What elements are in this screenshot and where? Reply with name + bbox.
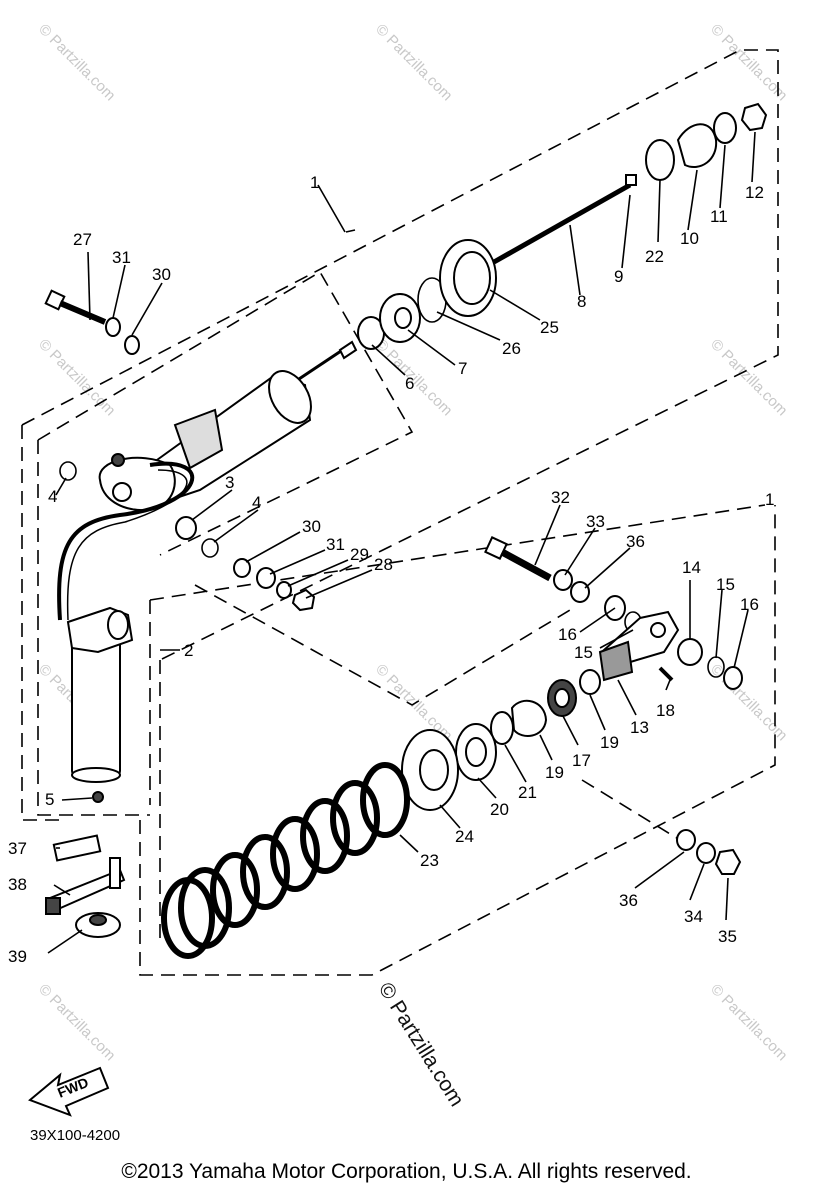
callout-27: 27	[73, 230, 92, 249]
watermark: © Partzilla.com	[35, 336, 118, 419]
callout-25: 25	[540, 318, 559, 337]
callout-15: 15	[716, 575, 735, 594]
callout-23: 23	[420, 851, 439, 870]
watermark: © Partzilla.com	[35, 21, 118, 104]
callout-15: 15	[574, 643, 593, 662]
callout-32: 32	[551, 488, 570, 507]
callout-14: 14	[682, 558, 701, 577]
callout-39: 39	[8, 947, 27, 966]
callout-29: 29	[350, 545, 369, 564]
copyright-notice: ©2013 Yamaha Motor Corporation, U.S.A. A…	[121, 1160, 692, 1183]
callout-22: 22	[645, 247, 664, 266]
fwd-arrow: FWD	[28, 1066, 110, 1117]
callout-16: 16	[740, 595, 759, 614]
shock-absorber	[57, 340, 358, 803]
callout-38: 38	[8, 875, 27, 894]
upper-parts	[44, 102, 768, 612]
callout-11: 11	[710, 207, 728, 226]
watermark: © Partzilla.com	[372, 21, 455, 104]
part-labels: 1 1 2 3 4 4 5 6 7 8 9 10 11 12 13 14 15 …	[8, 173, 774, 966]
callout-31: 31	[112, 248, 131, 267]
callout-17: 17	[572, 751, 591, 770]
watermarks: © Partzilla.com © Partzilla.com © Partzi…	[35, 21, 790, 1111]
callout-24: 24	[455, 827, 474, 846]
callout-2: 2	[184, 641, 193, 660]
callout-7: 7	[458, 359, 467, 378]
callout-36: 36	[626, 532, 645, 551]
callout-35: 35	[718, 927, 737, 946]
callout-33: 33	[586, 512, 605, 531]
callout-3: 3	[225, 473, 234, 492]
callout-9: 9	[614, 267, 623, 286]
callout-19: 19	[545, 763, 564, 782]
watermark: © Partzilla.com	[372, 661, 455, 744]
callout-26: 26	[502, 339, 521, 358]
callout-19: 19	[600, 733, 619, 752]
callout-8: 8	[577, 292, 586, 311]
callout-31: 31	[326, 535, 345, 554]
watermark: © Partzilla.com	[707, 981, 790, 1064]
watermark-center: © Partzilla.com	[374, 978, 468, 1110]
callout-4: 4	[48, 487, 57, 506]
leader-lines	[47, 131, 756, 954]
callout-21: 21	[518, 783, 537, 802]
callout-12: 12	[745, 183, 764, 202]
callout-30: 30	[152, 265, 171, 284]
coil-spring	[161, 762, 410, 959]
callout-6: 6	[405, 374, 414, 393]
callout-20: 20	[490, 800, 509, 819]
callout-16: 16	[558, 625, 577, 644]
lower-parts	[45, 536, 743, 959]
assembly-outlines	[21, 49, 779, 976]
callout-28: 28	[374, 555, 393, 574]
callout-34: 34	[684, 907, 703, 926]
callout-37: 37	[8, 839, 27, 858]
watermark: © Partzilla.com	[35, 981, 118, 1064]
callout-4: 4	[252, 493, 261, 512]
callout-18: 18	[656, 701, 675, 720]
callout-1: 1	[310, 173, 319, 192]
callout-13: 13	[630, 718, 649, 737]
callout-10: 10	[680, 229, 699, 248]
callout-5: 5	[45, 790, 54, 809]
diagram-code: 39X100-4200	[30, 1127, 120, 1144]
callout-36: 36	[619, 891, 638, 910]
watermark: © Partzilla.com	[707, 661, 790, 744]
callout-1: 1	[765, 490, 774, 509]
callout-30: 30	[302, 517, 321, 536]
